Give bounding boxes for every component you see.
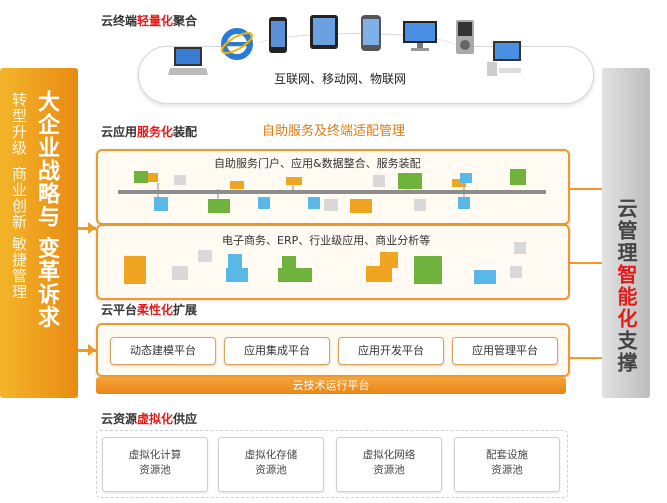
media-player-icon [456, 20, 474, 54]
application-blocks-graphic [124, 242, 526, 284]
app-adapter-note: 自助服务及终端适配管理 [262, 124, 406, 139]
strategy-column [0, 68, 78, 398]
strategy-sub-text: 转型升级 商业创新 敏捷管理 [8, 92, 29, 300]
management-column [602, 68, 650, 398]
network-label: 互联网、移动网、物联网 [274, 72, 407, 86]
management-pre: 云管理 [614, 198, 638, 264]
strategy-main-2: 变革诉求 [34, 236, 59, 329]
laptop-icon [168, 47, 208, 75]
platform-modeling[interactable]: 动态建模平台 [110, 337, 216, 365]
app-panel-integration [96, 149, 570, 225]
app-panel-business-label: 电子商务、ERP、行业级应用、商业分析等 [222, 234, 431, 247]
integration-bus [118, 190, 546, 194]
section-app-title: 云应用服务化装配 [101, 125, 198, 139]
pool-facilities[interactable]: 配套设施资源池 [454, 437, 560, 492]
phone-icon [269, 17, 287, 53]
pool-compute[interactable]: 虚拟化计算资源池 [102, 437, 208, 492]
section-terminal-title: 云终端轻量化聚合 [101, 14, 198, 28]
management-hl: 智能化 [614, 264, 638, 330]
strategy-sub-3: 敏捷管理 [10, 235, 28, 300]
management-post: 支撑 [614, 330, 638, 374]
section-platform-title: 云平台柔性化扩展 [101, 303, 198, 317]
smartphone-icon [361, 15, 381, 51]
connector-right-1 [568, 188, 602, 190]
monitor-icon [403, 21, 437, 51]
strategy-main-1: 大企业战略与 [34, 90, 59, 228]
service-blocks-graphic [134, 169, 526, 213]
section-resource-title: 云资源虚拟化供应 [101, 412, 198, 426]
pool-storage[interactable]: 虚拟化存储资源池 [218, 437, 324, 492]
arrow-app-top [78, 227, 96, 230]
tablet-icon [310, 15, 338, 49]
management-text: 云管理智能化支撑 [612, 198, 641, 374]
runtime-platform-bar: 云技术运行平台 [96, 377, 566, 394]
arrow-head-1 [88, 222, 96, 234]
resource-panel [96, 430, 568, 498]
strategy-sub-2: 商业创新 [10, 165, 28, 230]
platform-management[interactable]: 应用管理平台 [452, 337, 558, 365]
strategy-main-text: 大企业战略与 变革诉求 [33, 90, 59, 329]
strategy-sub-1: 转型升级 [10, 92, 28, 156]
platform-development[interactable]: 应用开发平台 [338, 337, 444, 365]
pool-network[interactable]: 虚拟化网络资源池 [336, 437, 442, 492]
desktop-pc-icon [487, 41, 521, 76]
connector-right-2 [568, 262, 602, 264]
connector-right-3 [568, 357, 602, 359]
platform-integration[interactable]: 应用集成平台 [224, 337, 330, 365]
app-panel-business [96, 224, 570, 300]
arrow-head-2 [88, 344, 96, 356]
arrow-platform [78, 349, 96, 352]
ie-browser-icon [220, 28, 254, 60]
app-panel-integration-label: 自助服务门户、应用&数据整合、服务装配 [214, 157, 421, 170]
